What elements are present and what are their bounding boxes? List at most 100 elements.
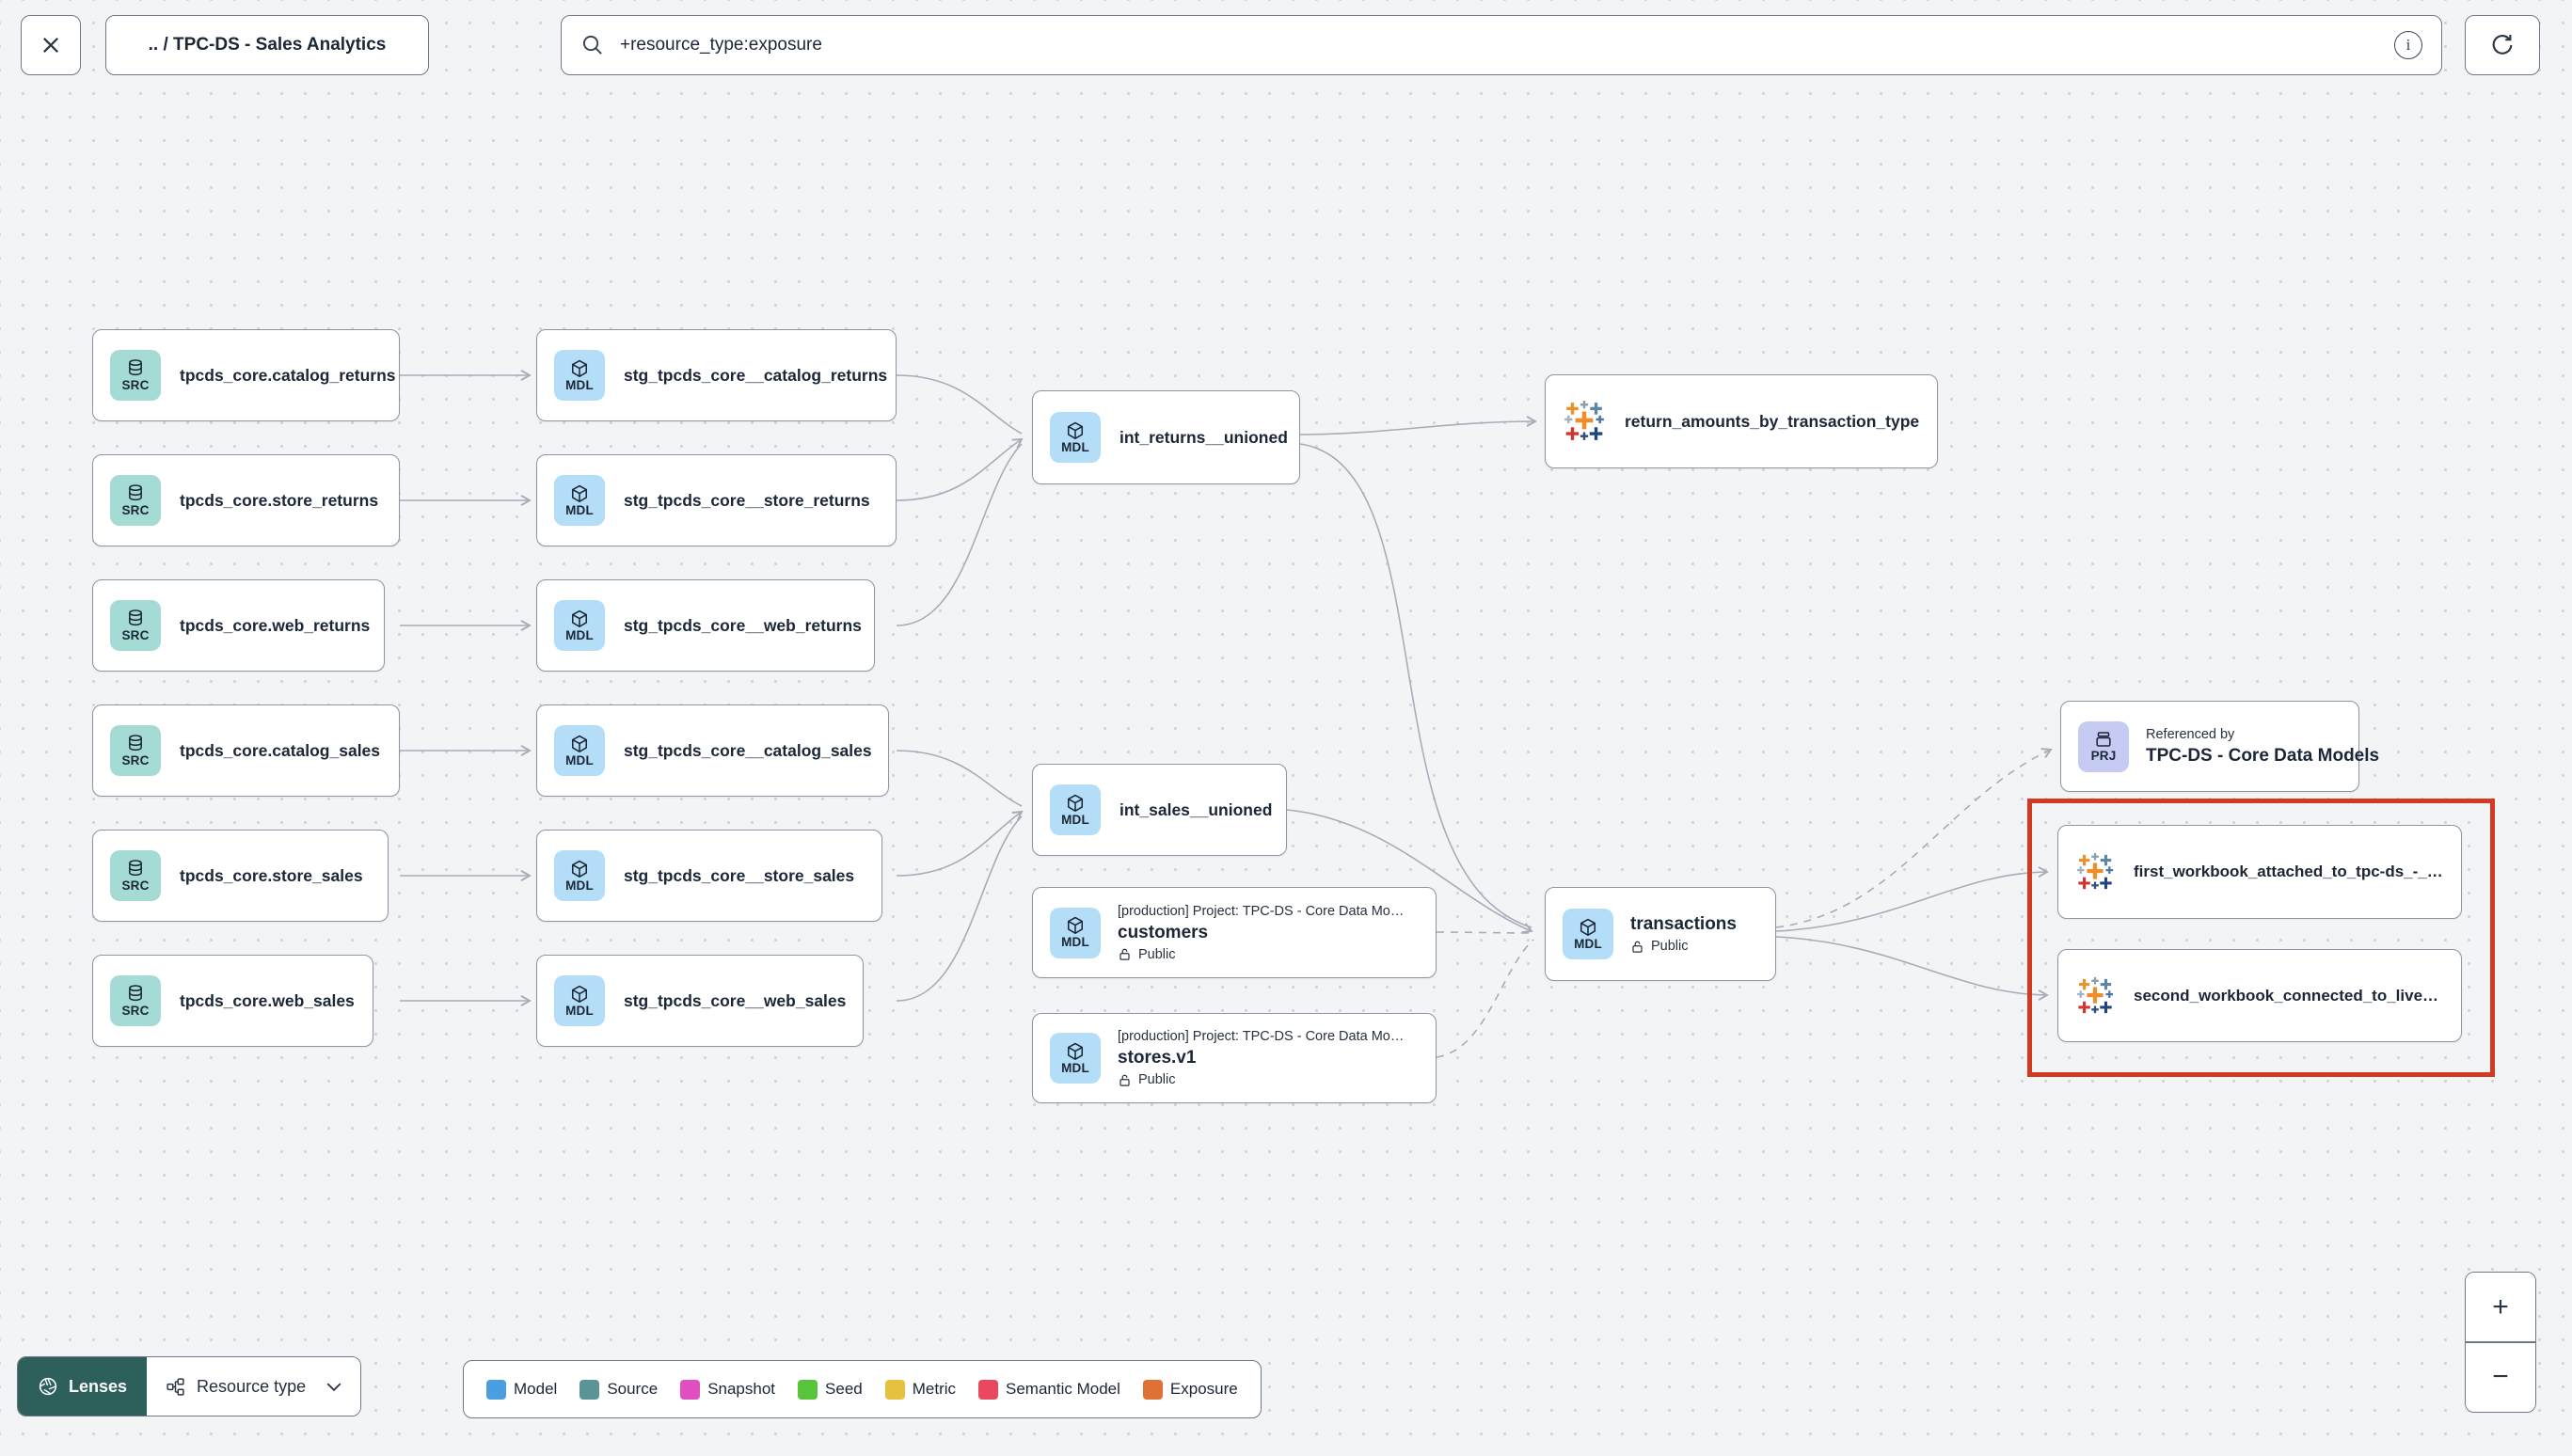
- legend-item: Metric: [884, 1379, 956, 1400]
- node-model[interactable]: MDL stg_tpcds_core__store_sales: [536, 830, 882, 922]
- node-exposure[interactable]: return_amounts_by_transaction_type: [1545, 374, 1938, 468]
- node-source[interactable]: SRC tpcds_core.web_returns: [92, 579, 385, 672]
- node-exposure[interactable]: first_workbook_attached_to_tpc-ds_-_…: [2057, 825, 2462, 919]
- legend-swatch: [1142, 1379, 1163, 1400]
- refresh-button[interactable]: [2465, 15, 2540, 75]
- model-badge: MDL: [554, 475, 605, 526]
- node-model[interactable]: MDL int_returns__unioned: [1032, 390, 1300, 484]
- referenced-by-caption: Referenced by: [2146, 726, 2235, 742]
- refresh-icon: [2492, 35, 2513, 55]
- cube-icon: [1067, 1042, 1084, 1060]
- tableau-icon: [1564, 401, 1604, 440]
- breadcrumb-label: .. / TPC-DS - Sales Analytics: [148, 35, 387, 55]
- project-context: [production] Project: TPC-DS - Core Data…: [1118, 903, 1405, 919]
- lenses-button[interactable]: Lenses: [18, 1357, 148, 1416]
- cube-icon: [571, 735, 588, 752]
- cube-icon: [1067, 916, 1084, 935]
- node-model[interactable]: MDL int_sales__unioned: [1032, 764, 1287, 856]
- model-badge: MDL: [554, 600, 605, 651]
- tableau-icon: [2076, 852, 2114, 890]
- source-badge: SRC: [110, 350, 161, 401]
- database-icon: [129, 984, 142, 1001]
- close-icon: [43, 38, 58, 53]
- archive-box-icon: [2096, 732, 2111, 747]
- info-icon[interactable]: i: [2394, 31, 2422, 59]
- zoom-in-button[interactable]: +: [2466, 1273, 2535, 1342]
- node-cross-project-model[interactable]: MDL [production] Project: TPC-DS - Core …: [1032, 1013, 1437, 1103]
- close-button[interactable]: [21, 15, 81, 75]
- node-model[interactable]: MDL stg_tpcds_core__catalog_sales: [536, 704, 889, 797]
- model-badge: MDL: [1050, 784, 1101, 835]
- node-model[interactable]: MDL stg_tpcds_core__web_returns: [536, 579, 875, 672]
- cube-icon: [571, 484, 588, 502]
- node-model[interactable]: MDL stg_tpcds_core__store_returns: [536, 454, 897, 546]
- legend-item: Model: [486, 1379, 557, 1400]
- model-badge: MDL: [554, 350, 605, 401]
- legend-item: Snapshot: [680, 1379, 775, 1400]
- model-badge: MDL: [1050, 412, 1101, 463]
- source-badge: SRC: [110, 475, 161, 526]
- legend-swatch: [486, 1379, 506, 1400]
- cube-icon: [1067, 421, 1084, 439]
- cube-icon: [571, 860, 588, 878]
- database-icon: [129, 358, 142, 375]
- node-exposure[interactable]: second_workbook_connected_to_live…: [2057, 949, 2462, 1042]
- legend-swatch: [978, 1379, 999, 1400]
- source-badge: SRC: [110, 975, 161, 1026]
- legend-swatch: [680, 1379, 701, 1400]
- database-icon: [129, 859, 142, 876]
- model-badge: MDL: [554, 975, 605, 1026]
- legend-swatch: [579, 1379, 600, 1400]
- node-source[interactable]: SRC tpcds_core.store_sales: [92, 830, 389, 922]
- chevron-down-icon: [326, 1382, 341, 1391]
- resource-type-legend: Model Source Snapshot Seed Metric Semant…: [463, 1360, 1262, 1418]
- source-badge: SRC: [110, 725, 161, 776]
- source-badge: SRC: [110, 600, 161, 651]
- public-lock-icon: [1632, 941, 1643, 953]
- cube-icon: [1580, 918, 1596, 936]
- tableau-icon: [2076, 976, 2114, 1013]
- access-row: Public: [1118, 1072, 1404, 1087]
- cube-icon: [571, 609, 588, 627]
- node-referenced-project[interactable]: PRJ Referenced by TPC-DS - Core Data Mod…: [2060, 701, 2379, 792]
- node-model[interactable]: MDL stg_tpcds_core__catalog_returns: [536, 329, 897, 421]
- access-row: Public: [1118, 947, 1404, 962]
- legend-item: Exposure: [1142, 1379, 1238, 1400]
- legend-item: Seed: [798, 1379, 863, 1400]
- database-icon: [129, 609, 142, 625]
- legend-item: Semantic Model: [978, 1379, 1120, 1400]
- zoom-controls: + −: [2465, 1272, 2536, 1413]
- highlight-annotation-box: [2027, 799, 2495, 1077]
- legend-swatch: [884, 1379, 905, 1400]
- model-badge: MDL: [1050, 1033, 1101, 1084]
- public-lock-icon: [1119, 948, 1130, 960]
- node-model[interactable]: MDL stg_tpcds_core__web_sales: [536, 955, 864, 1047]
- project-context: [production] Project: TPC-DS - Core Data…: [1118, 1029, 1405, 1044]
- zoom-divider: [2466, 1341, 2535, 1343]
- search-bar[interactable]: i: [561, 15, 2442, 75]
- legend-item: Source: [579, 1379, 658, 1400]
- model-badge: MDL: [1050, 907, 1101, 958]
- breadcrumb[interactable]: .. / TPC-DS - Sales Analytics: [105, 15, 429, 75]
- lenses-aperture-icon: [39, 1377, 57, 1396]
- node-source[interactable]: SRC tpcds_core.store_returns: [92, 454, 400, 546]
- filter-group: Lenses Resource type: [17, 1356, 362, 1416]
- zoom-out-button[interactable]: −: [2466, 1342, 2535, 1412]
- search-icon: [582, 35, 602, 55]
- database-icon: [129, 483, 142, 500]
- model-badge: MDL: [554, 725, 605, 776]
- node-model[interactable]: MDL transactions Public: [1545, 887, 1776, 981]
- resource-type-dropdown[interactable]: Resource type: [147, 1357, 361, 1416]
- access-row: Public: [1630, 939, 1737, 954]
- model-badge: MDL: [1563, 909, 1613, 959]
- node-source[interactable]: SRC tpcds_core.web_sales: [92, 955, 373, 1047]
- public-lock-icon: [1119, 1074, 1130, 1086]
- node-cross-project-model[interactable]: MDL [production] Project: TPC-DS - Core …: [1032, 887, 1437, 978]
- hierarchy-icon: [167, 1377, 184, 1396]
- node-source[interactable]: SRC tpcds_core.catalog_returns: [92, 329, 400, 421]
- node-source[interactable]: SRC tpcds_core.catalog_sales: [92, 704, 400, 797]
- search-input[interactable]: [618, 34, 2381, 56]
- model-badge: MDL: [554, 850, 605, 901]
- legend-swatch: [798, 1379, 818, 1400]
